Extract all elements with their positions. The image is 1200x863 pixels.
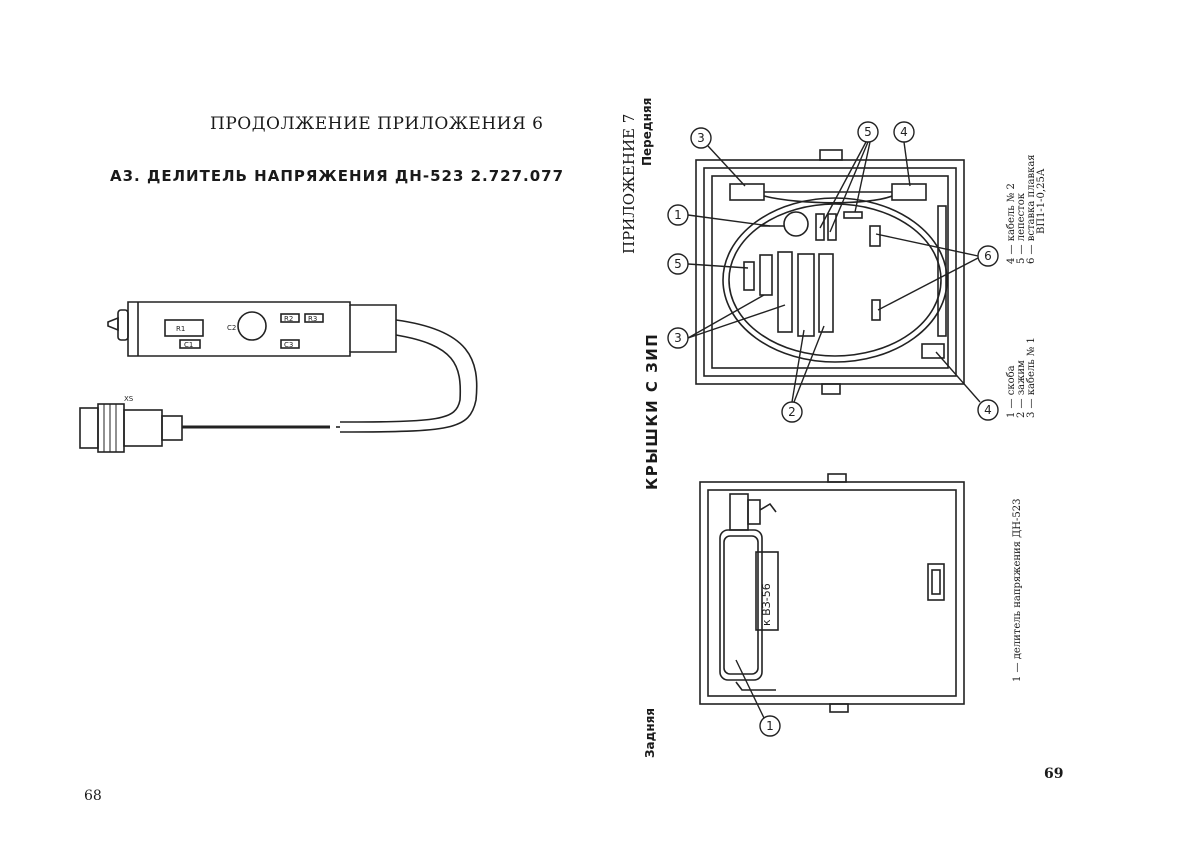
page-number-right: 69 <box>1044 766 1064 782</box>
legend-front-3: 3 — кабель № 1 <box>1026 337 1037 418</box>
r2-label: R2 <box>284 315 293 323</box>
front-lid-drawing <box>695 149 965 395</box>
back-label: Задняя <box>643 707 657 758</box>
callout-3-top: 3 <box>697 131 705 145</box>
r1-label: R1 <box>176 325 185 333</box>
appendix-title: ПРИЛОЖЕНИЕ 7 <box>620 113 638 254</box>
callout-5-top: 5 <box>864 125 872 139</box>
front-label: Передняя <box>640 97 654 166</box>
callout-1-front: 1 <box>674 208 682 222</box>
front-callouts <box>667 121 999 737</box>
section-title: А3. ДЕЛИТЕЛЬ НАПРЯЖЕНИЯ ДН-523 2.727.077 <box>110 167 565 185</box>
callout-6: 6 <box>984 249 992 263</box>
legend-front-6b: ВП1-1-0,25А <box>1036 168 1047 234</box>
callout-3-left: 3 <box>674 331 682 345</box>
legend-back: 1 — делитель напряжения ДН-523 <box>1012 498 1023 683</box>
r3-label: R3 <box>308 315 317 323</box>
page-number-left: 68 <box>84 788 102 804</box>
box-label: к ВЗ-56 <box>760 583 773 626</box>
callout-4-bottom: 4 <box>984 403 992 417</box>
xs-label: XS <box>124 395 134 403</box>
callout-4-top: 4 <box>900 125 908 139</box>
lid-title: КРЫШКИ С ЗИП <box>643 332 661 490</box>
c3-label: C3 <box>284 341 293 349</box>
c1-label: C1 <box>184 341 193 349</box>
back-lid-drawing <box>699 473 965 713</box>
callout-numbers: 3 1 5 3 5 4 6 4 2 1 <box>674 125 992 733</box>
probe-drawing <box>79 301 478 453</box>
callout-5-left: 5 <box>674 257 682 271</box>
c2-label: C2 <box>227 324 236 332</box>
probe-labels: R1 C2 R2 R3 C1 C3 XS <box>124 315 317 403</box>
continuation-title: ПРОДОЛЖЕНИЕ ПРИЛОЖЕНИЯ 6 <box>210 114 544 134</box>
callout-2: 2 <box>788 405 796 419</box>
callout-1-back: 1 <box>766 719 774 733</box>
